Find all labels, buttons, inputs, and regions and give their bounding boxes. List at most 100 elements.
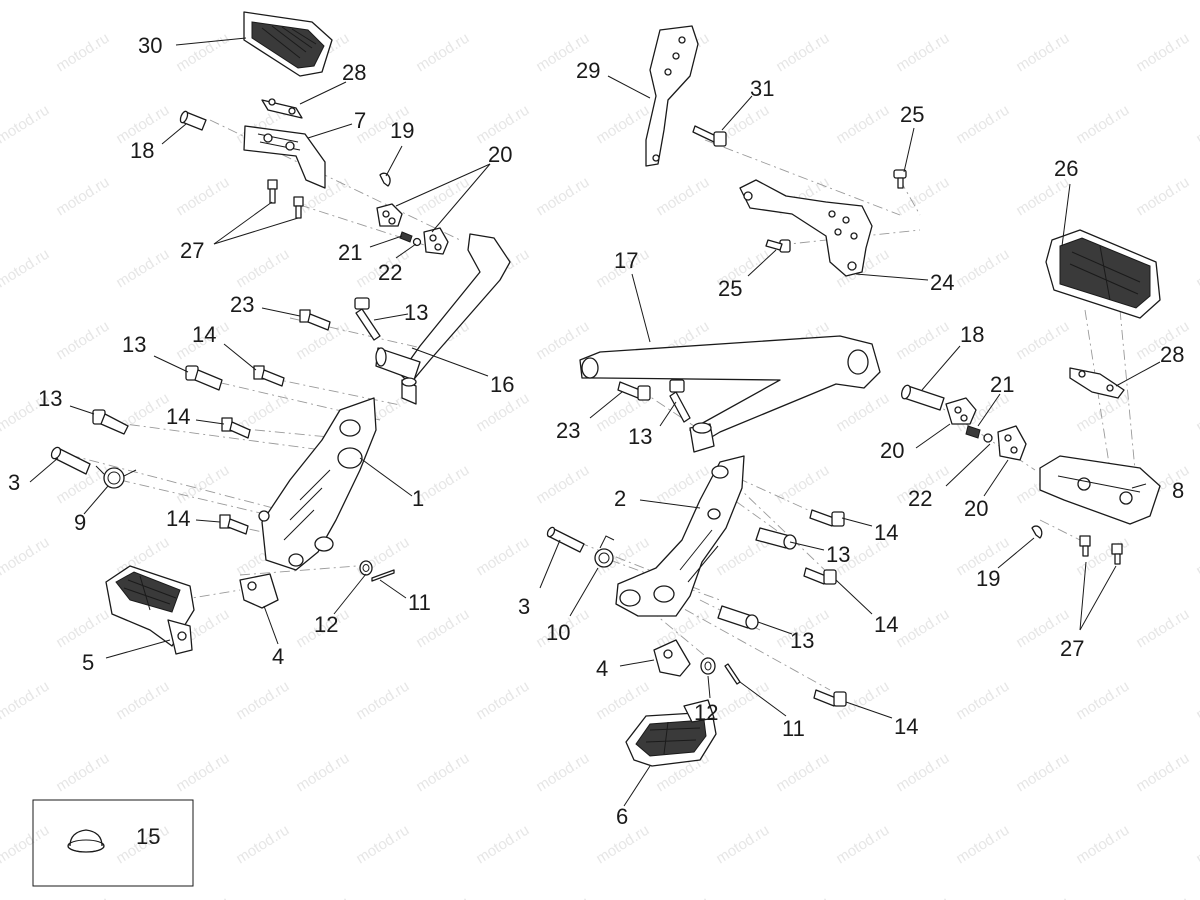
callout-20: 20 (880, 438, 904, 463)
watermark-text: motod.ru (1073, 822, 1132, 868)
parts-layer (50, 11, 1161, 853)
callout-9: 9 (74, 510, 86, 535)
watermark-text: motod.ru (1133, 606, 1192, 652)
callout-13: 13 (122, 332, 146, 357)
watermark-text: motod.ru (773, 462, 832, 508)
watermark-text: motod.ru (1133, 174, 1192, 220)
spring-9-left (95, 465, 137, 489)
callout-8: 8 (1172, 478, 1184, 503)
bracket-29 (645, 25, 699, 167)
watermark-text: motod.ru (53, 318, 112, 364)
footpeg-rubber-pad-right (1045, 229, 1161, 319)
watermark-text: motod.ru (1193, 102, 1200, 148)
leader-lines (29, 37, 1161, 807)
watermark-text: motod.ru (893, 30, 952, 76)
clip-left (379, 172, 391, 187)
callout-22: 22 (378, 260, 402, 285)
callout-2: 2 (614, 486, 626, 511)
watermark-text: motod.ru (773, 750, 832, 796)
watermark-text: motod.ru (473, 822, 532, 868)
watermark-text: motod.ru (1013, 30, 1072, 76)
callout-14: 14 (166, 404, 190, 429)
callout-26: 26 (1054, 156, 1078, 181)
watermark-text: motod.ru (533, 174, 592, 220)
callout-23: 23 (230, 292, 254, 317)
passenger-hanger-left (375, 233, 511, 405)
watermark-text: motod.ru (1193, 678, 1200, 724)
pin-spring-right (546, 526, 615, 568)
block-4-left (239, 573, 279, 609)
watermark-text: motod.ru (173, 174, 232, 220)
bolt-13-hanger-left (354, 297, 381, 341)
bolts-hanger-right (617, 379, 691, 423)
watermark-text: motod.ru (173, 30, 232, 76)
watermark-text: motod.ru (413, 174, 472, 220)
watermark-text: motod.ru (0, 0, 52, 3)
watermark-text: motod.ru (1013, 318, 1072, 364)
footpeg-bracket-left (243, 125, 326, 189)
callout-22: 22 (908, 486, 932, 511)
bolts-25 (765, 169, 907, 253)
watermark-text: motod.ru (0, 102, 52, 148)
watermark-text: motod.ru (173, 750, 232, 796)
watermark-text: motod.ru (1073, 678, 1132, 724)
bolts-13-14-right (717, 509, 847, 707)
callout-3: 3 (8, 470, 20, 495)
watermark-text: motod.ru (593, 102, 652, 148)
watermark-text: motod.ru (53, 606, 112, 652)
callout-29: 29 (576, 58, 600, 83)
watermark-text: motod.ru (533, 462, 592, 508)
callout-21: 21 (990, 372, 1014, 397)
cap-15 (67, 829, 105, 853)
watermark-text: motod.ru (353, 0, 412, 3)
spring-plates-right (945, 397, 1027, 461)
callout-24: 24 (930, 270, 954, 295)
watermark-text: motod.ru (473, 0, 532, 3)
watermark-text: motod.ru (1193, 246, 1200, 292)
watermark-text: motod.ru (473, 102, 532, 148)
callout-17: 17 (614, 248, 638, 273)
watermark-text: motod.ru (1013, 750, 1072, 796)
bolts-13-14-left (92, 365, 285, 535)
clip-bolts-right (1031, 525, 1123, 565)
callout-10: 10 (546, 620, 570, 645)
callout-7: 7 (354, 108, 366, 133)
assembly-axis-lines (69, 119, 1136, 691)
callout-labels: 30 28 7 18 19 20 27 21 22 23 13 13 14 16… (8, 33, 1184, 849)
callout-20: 20 (964, 496, 988, 521)
watermark-text: motod.ru (893, 750, 952, 796)
main-bracket-right (615, 455, 745, 617)
watermark-text: motod.ru (1013, 894, 1072, 900)
watermark-text: motod.ru (0, 246, 52, 292)
callout-14: 14 (166, 506, 190, 531)
watermark-text: motod.ru (713, 0, 772, 3)
watermark-text: motod.ru (833, 102, 892, 148)
callout-28: 28 (342, 60, 366, 85)
callout-4: 4 (272, 644, 284, 669)
callout-1: 1 (412, 486, 424, 511)
watermark-text: motod.ru (893, 318, 952, 364)
pin-3-left (50, 446, 91, 475)
watermark-text: motod.ru (953, 0, 1012, 3)
pin-left (179, 110, 207, 131)
callout-5: 5 (82, 650, 94, 675)
rider-footpeg-right (625, 699, 717, 767)
watermark-text: motod.ru (833, 0, 892, 3)
watermark-text: motod.ru (413, 894, 472, 900)
watermark-text: motod.ru (473, 534, 532, 580)
callout-14: 14 (874, 520, 898, 545)
watermark-text: motod.ru (773, 30, 832, 76)
watermark-text: motod.ru (0, 678, 52, 724)
watermark-text: motod.ru (113, 678, 172, 724)
inset-box-15 (32, 799, 194, 887)
watermark-text: motod.ru (833, 822, 892, 868)
watermark-text: motod.ru (413, 750, 472, 796)
watermark-text: motod.ru (353, 678, 412, 724)
watermark-text: motod.ru (1193, 390, 1200, 436)
watermark-text: motod.ru (113, 246, 172, 292)
watermark-text: motod.ru (1133, 894, 1192, 900)
callout-18: 18 (960, 322, 984, 347)
watermark-text: motod.ru (953, 246, 1012, 292)
watermark-text: motod.ru (233, 246, 292, 292)
